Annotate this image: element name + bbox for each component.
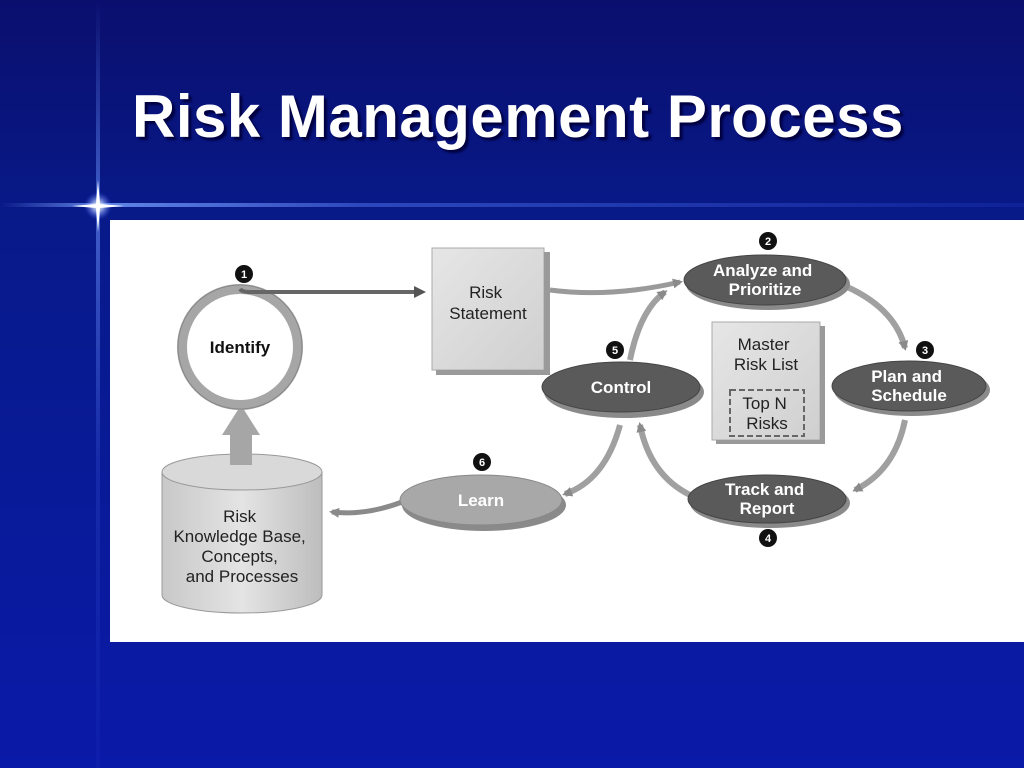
analyze-label-2: Prioritize <box>729 280 802 299</box>
slide-title: Risk Management Process <box>132 83 904 150</box>
track-report-node: Track and Report <box>687 474 850 528</box>
top-n-risks-box <box>729 389 805 437</box>
decorative-horizontal-line <box>0 203 1024 207</box>
svg-text:Plan and Schedule: Plan and Schedule <box>871 367 947 405</box>
arrow-control-to-learn <box>562 424 623 497</box>
knowledge-base-label-2: Knowledge Base, <box>173 527 305 546</box>
svg-text:Risk Knowledge Base,: Risk Knowledge Base, Concepts, and Proce… <box>173 507 310 586</box>
top-n-label-1: Top N <box>742 394 786 413</box>
arrow-plan-to-track <box>852 419 908 493</box>
top-n-label-2: Risks <box>746 414 788 433</box>
master-list-label-2: Risk List <box>734 355 799 374</box>
knowledge-base-cylinder: Risk Knowledge Base, Concepts, and Proce… <box>161 453 323 614</box>
svg-text:3: 3 <box>922 345 928 357</box>
svg-text:Analyze and Prioritize: Analyze and Prioritize <box>713 261 817 299</box>
arrow-identify-to-statement <box>238 286 426 298</box>
track-label-1: Track and <box>725 480 804 499</box>
identify-label: Identify <box>210 338 271 357</box>
knowledge-base-label-4: and Processes <box>186 567 298 586</box>
control-label: Control <box>591 378 651 397</box>
learn-node: Learn <box>399 474 566 531</box>
risk-statement-box: Risk Statement <box>431 247 550 375</box>
step-badge-2: 2 <box>759 232 777 250</box>
plan-label-1: Plan and <box>871 367 942 386</box>
knowledge-base-label-3: Concepts, <box>201 547 278 566</box>
analyze-label-1: Analyze and <box>713 261 812 280</box>
master-list-label-1: Master <box>738 335 790 354</box>
learn-label: Learn <box>458 491 504 510</box>
arrow-control-to-analyze <box>627 289 668 361</box>
svg-text:1: 1 <box>241 269 247 281</box>
svg-text:5: 5 <box>612 345 618 357</box>
decorative-vertical-line <box>96 0 100 768</box>
step-badge-1: 1 <box>235 265 253 283</box>
arrow-kb-to-identify <box>222 405 260 465</box>
step-badge-6: 6 <box>473 453 491 471</box>
step-badge-5: 5 <box>606 341 624 359</box>
risk-statement-label-2: Statement <box>449 304 527 323</box>
risk-process-diagram: Risk Knowledge Base, Concepts, and Proce… <box>161 232 990 614</box>
svg-text:Track and Report: Track and Report <box>725 480 809 518</box>
svg-text:4: 4 <box>765 533 772 545</box>
track-label-2: Report <box>740 499 795 518</box>
svg-text:Top N Risks: Top N Risks <box>742 394 791 433</box>
plan-schedule-node: Plan and Schedule <box>831 360 990 416</box>
risk-statement-label-1: Risk <box>469 283 503 302</box>
svg-text:6: 6 <box>479 457 485 469</box>
sparkle-icon <box>72 180 124 232</box>
knowledge-base-label-1: Risk <box>223 507 257 526</box>
svg-text:2: 2 <box>765 236 771 248</box>
plan-label-2: Schedule <box>871 386 947 405</box>
svg-text:Master Risk List: Master Risk List <box>734 335 799 374</box>
svg-text:Risk Statement: Risk Statement <box>449 283 527 323</box>
step-badge-3: 3 <box>916 341 934 359</box>
arrow-analyze-to-plan <box>843 283 909 351</box>
control-node: Control <box>541 361 704 418</box>
analyze-prioritize-node: Analyze and Prioritize <box>683 254 850 310</box>
arrow-statement-to-analyze <box>549 278 683 296</box>
diagram-panel: Risk Knowledge Base, Concepts, and Proce… <box>110 220 1024 642</box>
arrow-track-to-control <box>636 422 692 498</box>
step-badge-4: 4 <box>759 529 777 547</box>
identify-node: Identify <box>177 284 303 410</box>
master-risk-list-box: Master Risk List Top N Risks <box>711 321 825 444</box>
arrow-learn-to-kb <box>329 499 403 518</box>
